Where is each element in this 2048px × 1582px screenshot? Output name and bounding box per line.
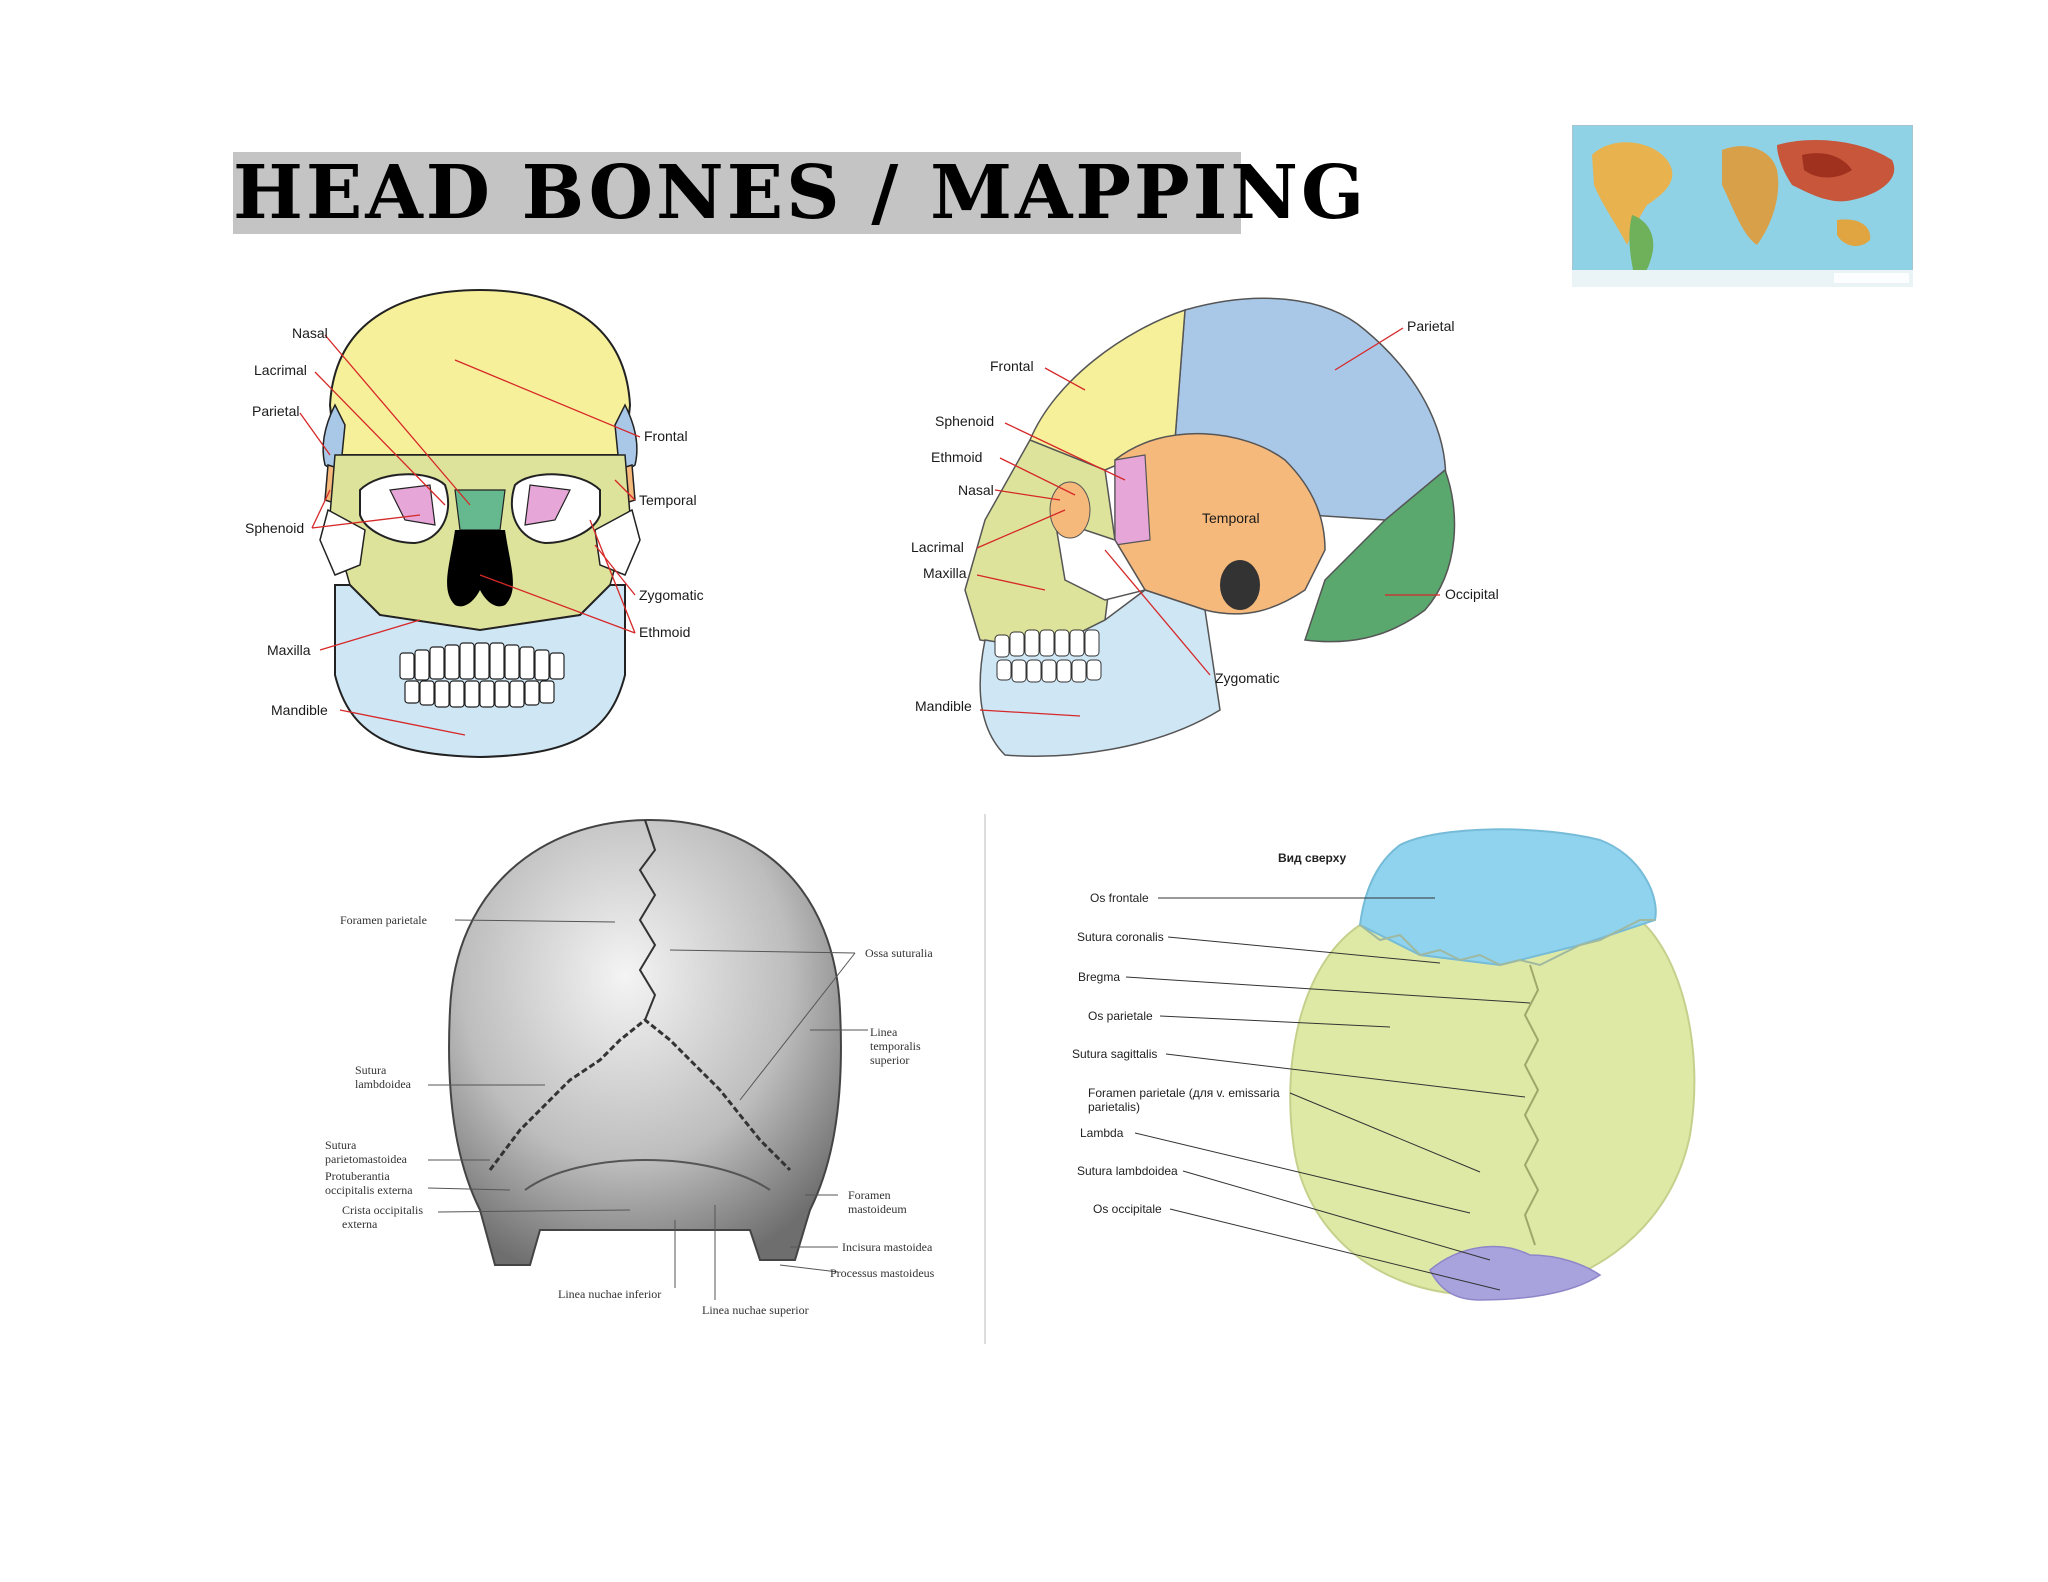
leader-lines	[299, 334, 641, 736]
label-occipital: Occipital	[1445, 586, 1499, 602]
page-title: Head Bones / Mapping	[233, 150, 1368, 236]
leader-lines	[976, 327, 1440, 717]
label-sutura-coronalis: Sutura coronalis	[1077, 930, 1164, 944]
lambdoid-suture	[488, 1018, 792, 1172]
label-foramen-parietale-1: Foramen parietale (для v. emissaria	[1088, 1086, 1280, 1100]
skull-side-diagram: Parietal Frontal Sphenoid Ethmoid Nasal …	[911, 297, 1499, 757]
label-crista-1: Crista occipitalis	[342, 1203, 423, 1217]
label-nasal: Nasal	[292, 325, 328, 341]
ear-canal	[1220, 560, 1260, 610]
sphenoid-left	[389, 484, 436, 526]
label-lambda: Lambda	[1080, 1126, 1124, 1140]
sphenoid-bone	[1114, 454, 1151, 546]
label-protuberantia-2: occipitalis externa	[325, 1183, 413, 1197]
label-foramen-mastoideum-2: mastoideum	[848, 1202, 907, 1216]
label-frontal: Frontal	[990, 358, 1034, 374]
label-sutura-lambdoidea: Sutura lambdoidea	[1077, 1164, 1178, 1178]
sphenoid-right	[524, 484, 571, 526]
label-zygomatic: Zygomatic	[1215, 670, 1280, 686]
label-sphenoid: Sphenoid	[245, 520, 304, 536]
nuchal-region	[524, 1159, 771, 1191]
frontal-region	[1358, 828, 1657, 967]
frontal-bone	[328, 288, 632, 456]
label-linea-nuchae-superior: Linea nuchae superior	[702, 1303, 809, 1317]
label-sphenoid: Sphenoid	[935, 413, 994, 429]
label-ethmoid: Ethmoid	[639, 624, 690, 640]
skull-front-diagram: Nasal Lacrimal Parietal Sphenoid Maxilla…	[245, 288, 704, 759]
label-foramen-parietale-2: parietalis)	[1088, 1100, 1140, 1114]
label-crista-2: externa	[342, 1217, 378, 1231]
leader-lines	[427, 919, 868, 1300]
label-temporal: Temporal	[1202, 510, 1260, 526]
top-view-heading: Вид сверху	[1278, 851, 1347, 865]
label-linea-temporalis-3: superior	[870, 1053, 909, 1067]
occipital-skull-silhouette	[448, 818, 842, 1266]
label-incisura-mastoidea: Incisura mastoidea	[842, 1240, 933, 1254]
label-os-occipitale: Os occipitale	[1093, 1202, 1162, 1216]
label-mandible: Mandible	[271, 702, 328, 718]
skull-top-diagram: Вид сверху Os frontale Sutura coronalis …	[1072, 828, 1696, 1301]
label-bregma: Bregma	[1078, 970, 1120, 984]
label-foramen-mastoideum-1: Foramen	[848, 1188, 891, 1202]
label-sutura-parietomastoidea-1: Sutura	[325, 1138, 357, 1152]
world-map-icon	[1572, 125, 1913, 287]
label-lacrimal: Lacrimal	[254, 362, 307, 378]
nasal-cavity	[447, 530, 513, 607]
label-lacrimal: Lacrimal	[911, 539, 964, 555]
label-sutura-lambdoidea-2: lambdoidea	[355, 1077, 412, 1091]
sagittal-suture	[1523, 964, 1540, 1246]
label-sutura-sagittalis: Sutura sagittalis	[1072, 1047, 1157, 1061]
label-ethmoid: Ethmoid	[931, 449, 982, 465]
sagittal-suture	[638, 819, 657, 1021]
figure-divider	[984, 814, 986, 1344]
title-banner: Head Bones / Mapping	[233, 150, 1368, 236]
label-linea-nuchae-inferior: Linea nuchae inferior	[558, 1287, 661, 1301]
orbit	[1049, 481, 1091, 539]
temporal-bone	[1114, 433, 1326, 615]
label-sutura-lambdoidea-1: Sutura	[355, 1063, 387, 1077]
label-maxilla: Maxilla	[923, 565, 967, 581]
skull-back-diagram: Foramen parietale Ossa suturalia Linea t…	[325, 818, 935, 1317]
label-temporal: Temporal	[639, 492, 697, 508]
label-os-frontale: Os frontale	[1090, 891, 1149, 905]
label-os-parietale: Os parietale	[1088, 1009, 1153, 1023]
label-linea-temporalis-2: temporalis	[870, 1039, 921, 1053]
label-maxilla: Maxilla	[267, 642, 311, 658]
label-protuberantia-1: Protuberantia	[325, 1169, 390, 1183]
label-zygomatic: Zygomatic	[639, 587, 704, 603]
occipital-region	[1429, 1245, 1602, 1301]
label-foramen-parietale: Foramen parietale	[340, 913, 427, 927]
teeth	[399, 642, 565, 708]
zygomatic-bone	[1054, 518, 1147, 601]
teeth	[994, 629, 1102, 683]
label-mandible: Mandible	[915, 698, 972, 714]
label-ossa-suturalia: Ossa suturalia	[865, 946, 933, 960]
coronal-suture	[1359, 919, 1655, 967]
parietal-region	[1289, 918, 1696, 1297]
label-parietal: Parietal	[252, 403, 299, 419]
label-sutura-parietomastoidea-2: parietomastoidea	[325, 1152, 408, 1166]
label-nasal: Nasal	[958, 482, 994, 498]
label-parietal: Parietal	[1407, 318, 1454, 334]
occipital-bone	[1303, 468, 1456, 643]
label-frontal: Frontal	[644, 428, 688, 444]
leader-lines	[1125, 897, 1531, 1291]
label-processus-mastoideus: Processus mastoideus	[830, 1266, 935, 1280]
label-linea-temporalis-1: Linea	[870, 1025, 898, 1039]
